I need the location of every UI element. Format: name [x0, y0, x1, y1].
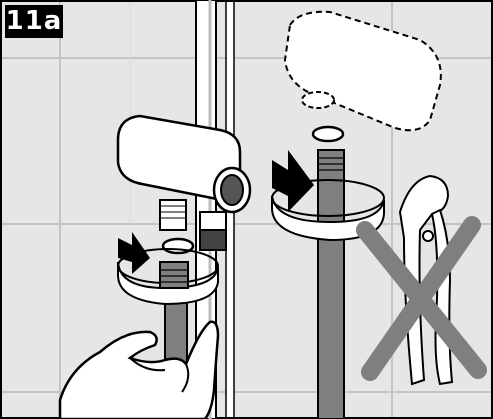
hose-connector	[160, 200, 186, 230]
washer-right	[313, 127, 343, 141]
step-label: 11a	[5, 5, 63, 38]
hose-right	[318, 150, 344, 419]
